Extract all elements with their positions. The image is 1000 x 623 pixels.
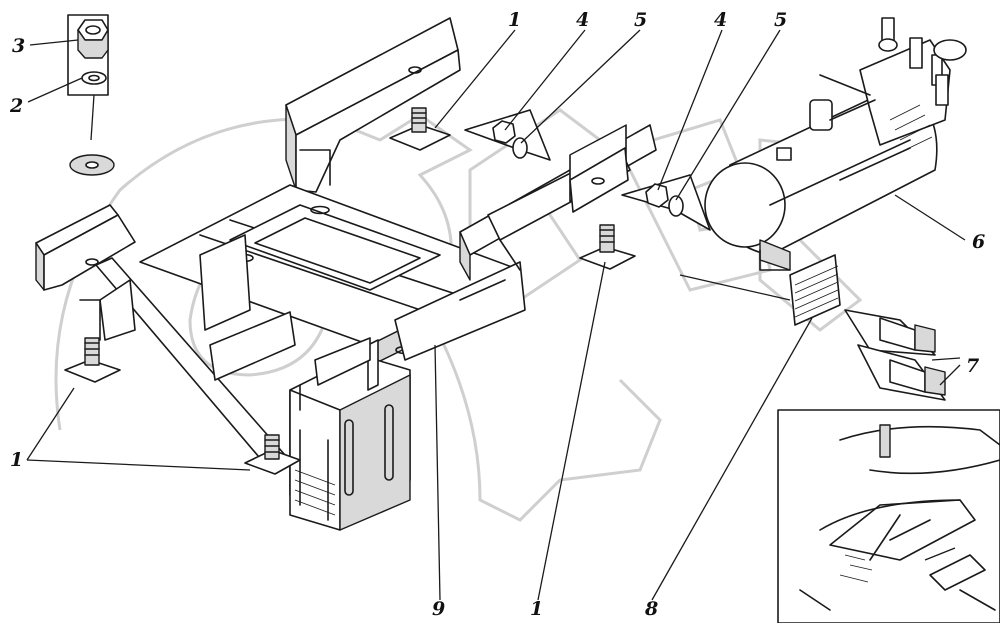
callout-1-left: 1 xyxy=(10,449,23,471)
bolt-plate-upper xyxy=(389,107,451,151)
callout-7: 7 xyxy=(966,355,979,377)
callout-3: 3 xyxy=(12,35,25,57)
tray-hatching xyxy=(294,469,336,516)
nut-washer-pair-1 xyxy=(464,109,551,161)
clamp-plate xyxy=(679,254,841,326)
callout-labels: 1 4 5 4 5 3 2 6 7 1 9 1 8 xyxy=(9,9,985,620)
air-receiver-tank xyxy=(704,17,967,271)
callout-1-bottom: 1 xyxy=(530,598,543,620)
inset-detail-view xyxy=(777,409,1000,623)
inset-hatching xyxy=(839,554,873,583)
callout-6: 6 xyxy=(972,231,985,253)
nut-washer-detail xyxy=(67,14,115,176)
callout-5-first: 5 xyxy=(634,9,647,31)
bolt-plate-right xyxy=(579,224,636,270)
callout-8: 8 xyxy=(644,598,658,620)
callout-4-first: 4 xyxy=(576,9,589,31)
bolt-plate-left xyxy=(64,337,121,383)
callout-5-second: 5 xyxy=(774,9,787,31)
nut-washer-pair-2 xyxy=(621,174,711,231)
bolt-plate-bottom xyxy=(244,434,301,475)
callout-1-top: 1 xyxy=(508,9,521,31)
callout-4-second: 4 xyxy=(714,9,727,31)
callout-9: 9 xyxy=(432,598,445,620)
tank-hatching xyxy=(889,104,933,151)
leader-lines xyxy=(26,29,966,601)
bolt-pair xyxy=(844,309,946,401)
callout-2: 2 xyxy=(9,95,23,117)
mounting-frame xyxy=(35,17,657,531)
clamp-plate-hatching xyxy=(794,265,839,318)
